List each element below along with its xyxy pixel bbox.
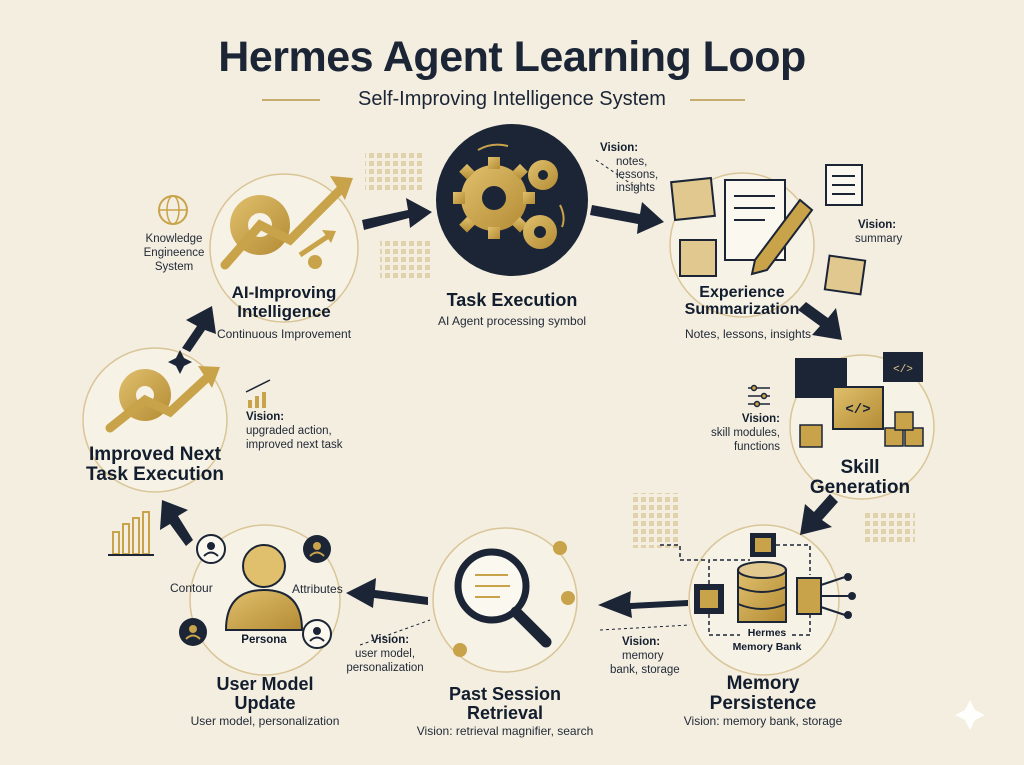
memory-title-2: Persistence [688,693,838,714]
arrow-memory-to-retrieval [598,591,688,618]
bar-chart-icon [108,512,154,555]
skill-title-1: Skill [800,457,920,478]
experience-title-1: Experience [672,284,812,302]
ai-improving-title-2: Intelligence [214,302,354,321]
experience-title-2: Summarization [672,301,812,319]
arrow-skill-to-memory [800,494,838,535]
attributes-label: Attributes [292,583,343,596]
memory-vision-label: Vision: [622,636,660,649]
improved-title-2: Task Execution [75,464,235,485]
memory-desc: Vision: memory bank, storage [668,715,858,728]
task-execution-desc: AI Agent processing symbol [392,315,632,328]
knowledge-line-3: System [124,261,224,274]
skill-title-2: Generation [800,477,920,498]
memory-bank-2: Memory Bank [712,642,822,654]
arrow-retrieval-to-user [346,578,428,608]
dot-pattern [630,493,680,548]
user-vision-1: user model, [330,648,440,661]
user-vision-2: personalization [330,662,440,675]
page-subtitle: Self-Improving Intelligence System [312,88,712,110]
improved-vision-label: Vision: [246,411,284,424]
ai-improving-desc: Continuous Improvement [204,328,364,341]
task-execution-title: Task Execution [412,290,612,310]
page-title: Hermes Agent Learning Loop [0,33,1024,81]
arrow-task-to-experience [590,202,664,234]
dot-pattern [380,238,430,280]
vision-pointer [600,625,690,630]
sparkle-icon [955,700,985,730]
memory-bank-1: Hermes [722,628,812,640]
globe-icon [159,196,187,224]
improved-vision-2: improved next task [246,439,343,452]
ai-improving-title-1: AI-Improving [214,283,354,302]
experience-desc: Notes, lessons, insights [658,328,838,341]
experience-vision-right: summary [855,233,902,246]
skill-vision-2: functions [680,441,780,454]
user-model-desc: User model, personalization [180,715,350,728]
arrow-ai-to-task [362,198,432,230]
sliders-icon [748,386,770,407]
persona-label: Persona [234,634,294,647]
experience-vision-right-label: Vision: [858,219,896,232]
user-model-title-2: Update [190,693,340,713]
improved-title-1: Improved Next [75,444,235,465]
retrieval-title-1: Past Session [420,684,590,704]
experience-vision-label: Vision: [600,142,638,155]
user-vision-label: Vision: [340,634,440,647]
skill-vision-1: skill modules, [680,427,780,440]
dot-pattern [365,150,425,190]
svg-text:</>: </> [893,364,913,376]
dot-pattern [865,510,915,545]
knowledge-line-1: Knowledge [124,233,224,246]
bar-chart-small-icon [246,380,270,408]
skill-vision-label: Vision: [700,413,780,426]
memory-vision-1: memory [622,650,664,663]
experience-vision-1: notes, [616,156,647,169]
contour-label: Contour [170,582,213,595]
svg-text:</>: </> [845,402,870,418]
retrieval-title-2: Retrieval [420,703,590,723]
improved-vision-1: upgraded action, [246,425,332,438]
memory-vision-2: bank, storage [610,664,680,677]
experience-vision-3: insights [616,182,655,195]
retrieval-desc: Vision: retrieval magnifier, search [400,725,610,738]
memory-title-1: Memory [688,673,838,694]
experience-vision-2: lessons, [616,169,658,182]
arrow-user-to-improved [160,500,193,546]
user-model-title-1: User Model [190,674,340,694]
knowledge-line-2: Engineence [124,247,224,260]
